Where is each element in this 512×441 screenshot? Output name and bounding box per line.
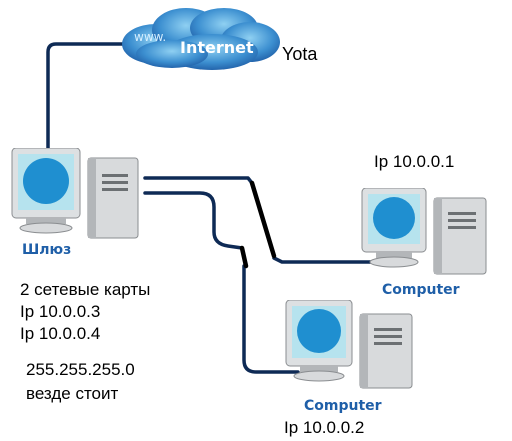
gateway-label: Шлюз <box>22 242 72 258</box>
gateway-info-line-2: Ip 10.0.0.3 <box>20 302 101 321</box>
cloud-www-text: www. <box>134 30 167 44</box>
computer-2-icon <box>285 299 413 389</box>
subnet-mask-note: везде стоит <box>26 384 119 403</box>
internet-cloud: www. Internet <box>116 4 286 72</box>
wire-computer-2-lower <box>242 264 300 374</box>
connector-segment-1 <box>249 180 277 259</box>
wire-gateway-computer-2 <box>143 191 244 250</box>
cloud-icon <box>122 8 280 70</box>
wire-gateway-internet <box>46 42 130 154</box>
computer-1-ip: Ip 10.0.0.1 <box>374 152 455 171</box>
cloud-title: Internet <box>180 38 254 57</box>
computer-1 <box>360 187 494 276</box>
wire-gateway-computer-1 <box>143 176 254 185</box>
computer-2 <box>282 299 416 390</box>
computer-1-label: Computer <box>382 282 460 298</box>
subnet-mask: 255.255.255.0 <box>26 360 135 379</box>
computer-1-icon <box>361 187 487 275</box>
gateway-computer-icon <box>11 147 139 239</box>
computer-2-label: Computer <box>304 398 382 414</box>
computer-2-ip: Ip 10.0.0.2 <box>284 418 365 437</box>
provider-label: Yota <box>282 44 318 64</box>
gateway-info-line-1: 2 сетевые карты <box>20 280 151 299</box>
wire-computer-1-lower <box>272 256 380 264</box>
connector-segment-2 <box>239 245 249 269</box>
gateway-info-line-3: Ip 10.0.0.4 <box>20 324 101 343</box>
gateway-computer <box>8 147 148 240</box>
